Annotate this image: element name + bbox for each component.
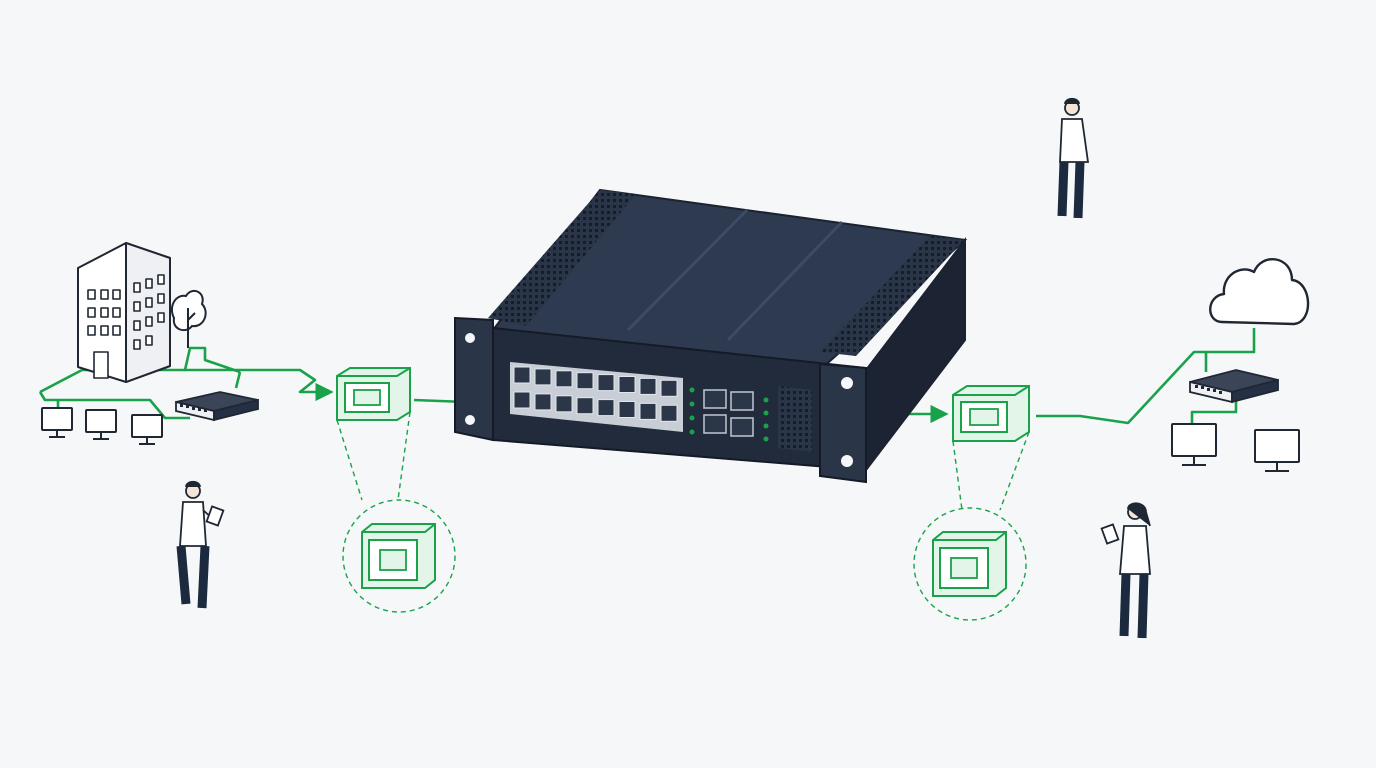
person-icon (176, 480, 225, 609)
rj45-port (639, 377, 657, 395)
tree-icon (170, 289, 207, 348)
rj45-port (618, 376, 636, 393)
monitor-icon (1254, 429, 1300, 472)
rj45-port (597, 374, 615, 392)
rj45-port (555, 370, 573, 388)
monitor-icon (1171, 423, 1217, 466)
person-icon (1100, 502, 1151, 639)
sfp-port-group (703, 389, 754, 437)
rj45-port (513, 366, 531, 384)
left-workstations (41, 407, 163, 445)
line-network-bus (38, 391, 190, 420)
rj45-port (576, 372, 594, 390)
left-zoom-callout (336, 411, 456, 613)
switch-icon (1189, 369, 1279, 404)
rj45-port (660, 379, 678, 397)
line-building-to-network (39, 346, 241, 394)
rj45-port (534, 368, 552, 386)
left-transceiver-zoom (361, 523, 436, 589)
rj45-port (555, 395, 573, 413)
switch-icon (175, 391, 259, 422)
line-right-transceiver-to-network (1036, 328, 1256, 425)
line-right-monitor-drops (1190, 400, 1238, 424)
rack-switch-icon (454, 188, 968, 484)
monitor-icon (85, 409, 117, 440)
rj45-port (660, 404, 678, 422)
person-icon (1057, 97, 1090, 219)
monitor-icon (131, 414, 163, 445)
right-transceiver (952, 385, 1030, 442)
rj45-port (597, 399, 615, 417)
rj45-port (618, 401, 636, 418)
line-to-left-transceiver (185, 368, 334, 402)
rj45-port (534, 393, 552, 411)
building-icon (77, 242, 171, 383)
left-transceiver (336, 367, 411, 421)
right-zoom-callout (913, 431, 1030, 621)
right-transceiver-zoom (932, 531, 1007, 597)
cloud-icon (1209, 258, 1310, 326)
status-leds (689, 387, 769, 442)
rj45-port-group (513, 366, 678, 422)
right-workstations (1171, 423, 1300, 472)
rj45-port (639, 402, 657, 420)
rj45-port (513, 391, 531, 409)
line-switch-riser (234, 371, 242, 389)
monitor-icon (41, 407, 73, 438)
rj45-port (576, 397, 594, 415)
